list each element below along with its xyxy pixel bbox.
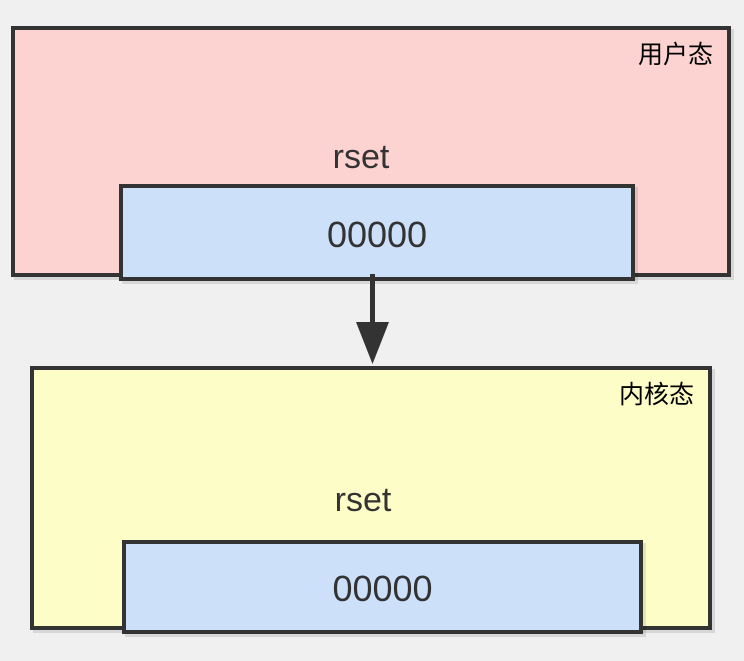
kernel-rset-label: rset <box>334 481 392 519</box>
user-mode-region[interactable]: 用户态 rset 00000 <box>11 26 731 281</box>
kernel-mode-label: 内核态 <box>618 380 694 409</box>
kernel-rset-buffer[interactable]: 00000 <box>122 540 643 634</box>
user-mode-label: 用户态 <box>637 40 713 69</box>
user-rset-buffer[interactable]: 00000 <box>119 184 635 281</box>
copy-down-arrow <box>356 274 389 364</box>
user-rset-label: rset <box>332 138 390 176</box>
kernel-buffer-value: 00000 <box>332 568 433 609</box>
kernel-mode-region[interactable]: 内核态 rset 00000 <box>30 366 712 634</box>
user-buffer-value: 00000 <box>326 214 428 255</box>
